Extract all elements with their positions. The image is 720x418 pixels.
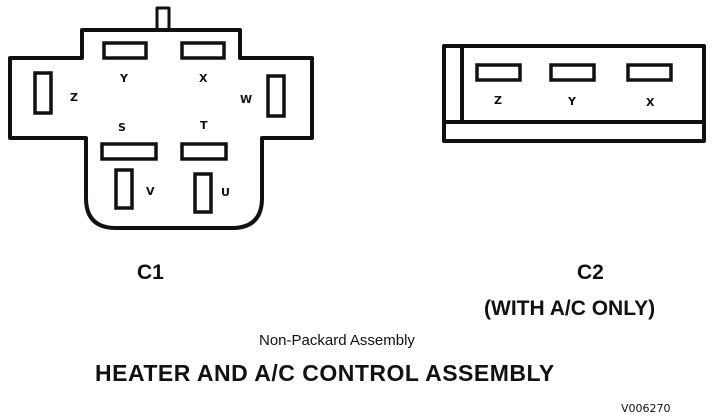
c1-terminal-t [180, 142, 228, 161]
c1-terminal-y [102, 41, 148, 60]
c1-terminal-s [100, 142, 158, 161]
c1-terminal-z [33, 71, 53, 115]
c2-note: (WITH A/C ONLY) [484, 297, 655, 320]
c1-pin-label-z: Z [70, 91, 78, 104]
c2-housing [442, 44, 706, 143]
c1-terminal-x [180, 41, 226, 60]
c1-pin-label-x: X [199, 72, 208, 85]
c2-pin-label-x: X [646, 96, 655, 109]
assembly-subtitle: Non-Packard Assembly [259, 332, 415, 349]
c1-terminal-w [266, 74, 286, 118]
c1-pin-label-t: T [200, 119, 208, 132]
c2-pin-label-y: Y [567, 95, 577, 108]
figure-id: V006270 [621, 402, 671, 415]
c1-pin-label-y: Y [119, 72, 129, 85]
c1-housing [8, 28, 314, 230]
c1-pin-label-s: S [118, 121, 126, 134]
c1-locking-tab [155, 6, 171, 32]
connector-c2: Z Y X [442, 44, 706, 143]
c1-terminal-v [114, 168, 134, 210]
c1-terminal-u [193, 172, 213, 214]
c2-terminal-y [549, 63, 596, 82]
c2-label: C2 [577, 261, 604, 284]
c1-pin-label-v: V [146, 185, 155, 198]
connector-c1: Y X Z W S T V U [8, 6, 314, 230]
c2-terminal-z [475, 63, 522, 82]
c1-pin-label-w: W [240, 93, 252, 106]
c1-pin-label-u: U [221, 186, 230, 199]
c2-terminal-x [626, 63, 673, 82]
c2-pin-label-z: Z [494, 94, 502, 107]
c1-label: C1 [137, 261, 164, 284]
assembly-title: HEATER AND A/C CONTROL ASSEMBLY [95, 360, 555, 386]
